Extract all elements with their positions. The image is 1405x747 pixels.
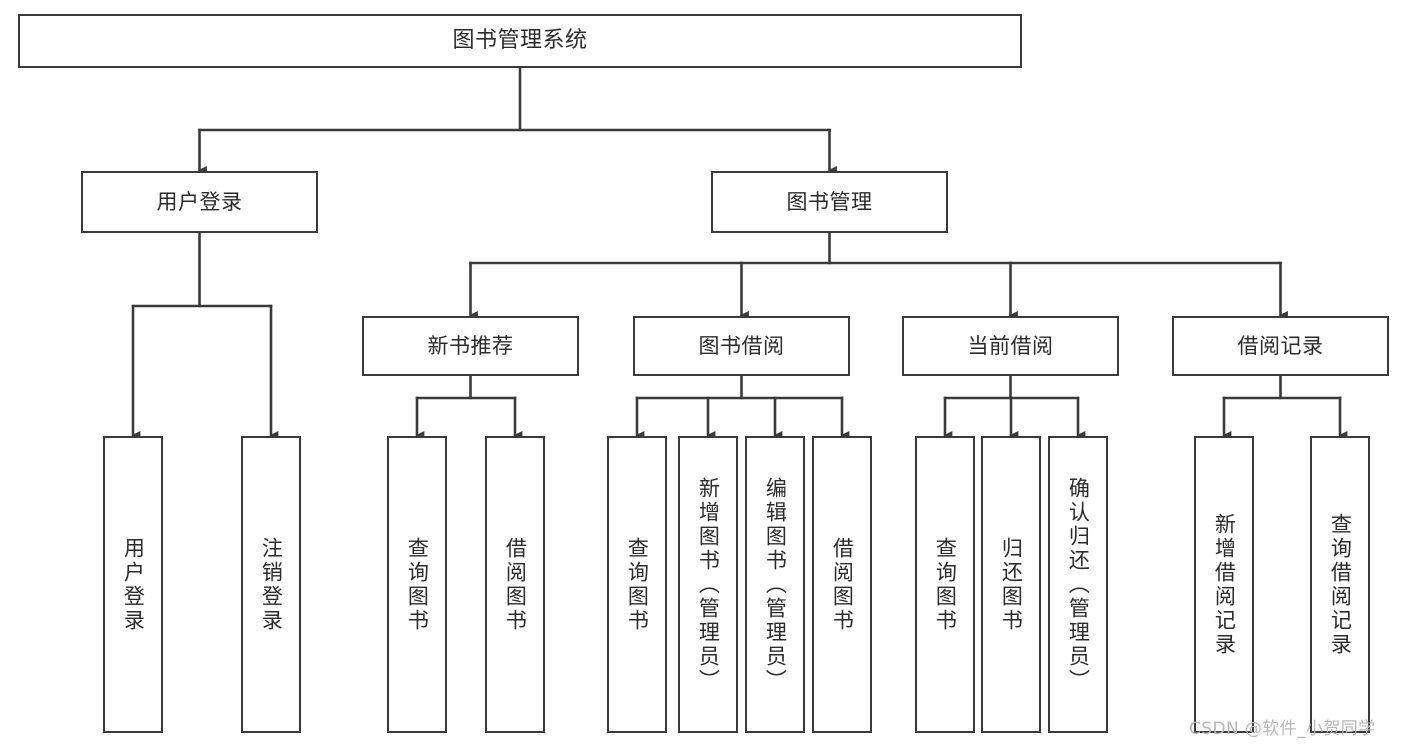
node-root[interactable]: 图书管理系统 (18, 14, 1022, 68)
node-label: 新书推荐 (427, 333, 514, 358)
node-newbook[interactable]: 新书推荐 (362, 316, 579, 376)
node-confirm[interactable]: 确认归还（管理员） (1048, 436, 1108, 733)
node-addrec[interactable]: 新增借阅记录 (1194, 436, 1254, 733)
node-label: 借阅记录 (1237, 333, 1324, 358)
node-label: 查询借阅记录 (1328, 512, 1353, 657)
node-query1[interactable]: 查询图书 (387, 436, 447, 733)
node-label: 用户登录 (121, 536, 146, 633)
csdn-watermark: CSDN @软件_小贺同学 (1189, 719, 1376, 739)
node-query2[interactable]: 查询图书 (607, 436, 667, 733)
node-editbook[interactable]: 编辑图书（管理员） (745, 436, 805, 733)
node-label: 查询图书 (933, 536, 958, 633)
node-borrow[interactable]: 图书借阅 (633, 316, 850, 376)
node-return[interactable]: 归还图书 (981, 436, 1041, 733)
node-borrow2[interactable]: 借阅图书 (812, 436, 872, 733)
node-label: 确认归还（管理员） (1066, 476, 1091, 693)
node-label: 借阅图书 (503, 536, 528, 633)
node-label: 新增借阅记录 (1212, 512, 1237, 657)
node-label: 当前借阅 (967, 333, 1054, 358)
node-current[interactable]: 当前借阅 (902, 316, 1119, 376)
node-label: 查询图书 (405, 536, 430, 633)
node-label: 查询图书 (625, 536, 650, 633)
node-label: 注销登录 (259, 536, 284, 633)
node-login[interactable]: 用户登录 (81, 171, 318, 233)
node-label: 图书管理 (786, 189, 873, 214)
node-userlogin[interactable]: 用户登录 (103, 436, 163, 733)
node-bookmgmt[interactable]: 图书管理 (711, 171, 948, 233)
node-query3[interactable]: 查询图书 (915, 436, 975, 733)
node-label: 图书借阅 (698, 333, 785, 358)
node-label: 新增图书（管理员） (696, 476, 721, 693)
node-logout[interactable]: 注销登录 (241, 436, 301, 733)
node-borrow1[interactable]: 借阅图书 (485, 436, 545, 733)
node-record[interactable]: 借阅记录 (1172, 316, 1389, 376)
node-label: 归还图书 (999, 536, 1024, 633)
node-label: 编辑图书（管理员） (763, 476, 788, 693)
node-label: 图书管理系统 (452, 28, 588, 54)
node-addbook[interactable]: 新增图书（管理员） (678, 436, 738, 733)
node-label: 借阅图书 (830, 536, 855, 633)
node-label: 用户登录 (156, 189, 243, 214)
node-queryrec[interactable]: 查询借阅记录 (1310, 436, 1370, 733)
